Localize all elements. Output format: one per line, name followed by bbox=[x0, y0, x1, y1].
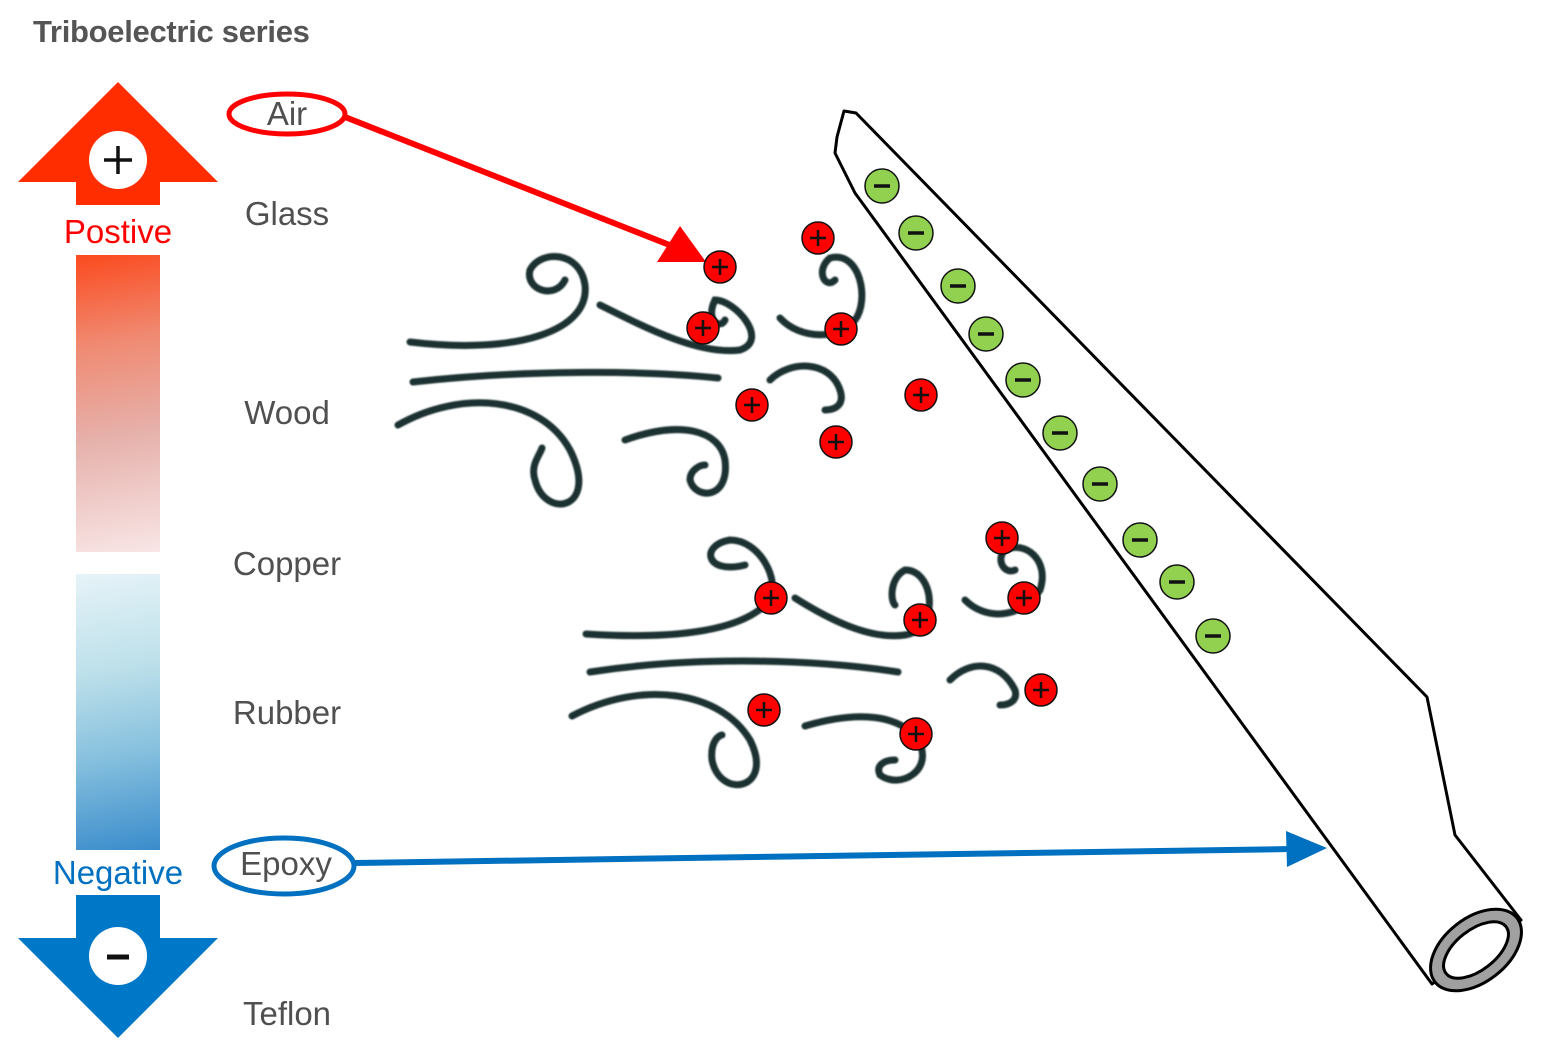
material-epoxy: Epoxy bbox=[240, 845, 332, 882]
material-copper: Copper bbox=[232, 545, 342, 582]
wind-stroke bbox=[961, 543, 1046, 618]
material-air: Air bbox=[266, 95, 308, 132]
epoxy-highlight bbox=[211, 831, 1327, 897]
air-highlight bbox=[226, 91, 706, 262]
positive-charge-icon bbox=[819, 425, 853, 459]
positive-charge-icon bbox=[899, 717, 933, 751]
wind-stroke bbox=[586, 657, 902, 676]
negative-charge-icon bbox=[898, 215, 934, 251]
negative-charge-icon bbox=[864, 168, 900, 204]
wind-stroke bbox=[621, 426, 729, 497]
nozzle-tube bbox=[833, 109, 1523, 993]
negative-charges bbox=[864, 168, 1231, 654]
wind-stroke bbox=[406, 253, 589, 349]
positive-charge-icon bbox=[754, 581, 788, 615]
negative-charge-icon bbox=[968, 316, 1004, 352]
positive-charge-icon bbox=[985, 521, 1019, 555]
epoxy-arrow-head-icon bbox=[1286, 831, 1327, 867]
wind-swirls bbox=[394, 253, 1046, 789]
negative-arrow-icon bbox=[18, 895, 218, 1038]
negative-label: Negative bbox=[52, 854, 184, 891]
material-teflon: Teflon bbox=[242, 995, 332, 1032]
wind-stroke bbox=[596, 296, 756, 355]
positive-charge-icon bbox=[1007, 581, 1041, 615]
wind-stroke bbox=[568, 690, 760, 789]
diagram-title: Triboelectric series bbox=[33, 14, 310, 49]
negative-charge-icon bbox=[1159, 564, 1195, 600]
positive-charge-icon bbox=[735, 388, 769, 422]
negative-charge-icon bbox=[1082, 466, 1118, 502]
wind-stroke bbox=[776, 253, 866, 339]
negative-charge-icon bbox=[1042, 415, 1078, 451]
positive-charge-icon bbox=[747, 693, 781, 727]
wind-stroke bbox=[766, 362, 845, 414]
material-glass: Glass bbox=[244, 195, 330, 232]
air-arrow-head-icon bbox=[657, 226, 706, 262]
positive-charge-icon bbox=[703, 250, 737, 284]
positive-charge-icon bbox=[824, 312, 858, 346]
positive-gradient-bar bbox=[76, 255, 160, 552]
wind-stroke bbox=[394, 399, 583, 508]
wind-stroke bbox=[582, 536, 777, 640]
positive-charge-icon bbox=[801, 221, 835, 255]
negative-charge-icon bbox=[1195, 618, 1231, 654]
positive-charge-icon bbox=[903, 603, 937, 637]
positive-label: Postive bbox=[63, 213, 173, 250]
positive-charge-icon bbox=[686, 311, 720, 345]
material-rubber: Rubber bbox=[232, 694, 342, 731]
negative-charge-icon bbox=[1005, 362, 1041, 398]
positive-arrow-icon bbox=[18, 82, 218, 205]
positive-charge-icon bbox=[1024, 673, 1058, 707]
positive-charge-icon bbox=[904, 378, 938, 412]
positive-charges bbox=[686, 221, 1058, 751]
wind-stroke bbox=[946, 662, 1020, 709]
material-wood: Wood bbox=[244, 394, 330, 431]
negative-charge-icon bbox=[1122, 522, 1158, 558]
negative-gradient-bar bbox=[76, 574, 160, 850]
negative-charge-icon bbox=[940, 268, 976, 304]
wind-stroke bbox=[409, 368, 722, 386]
wind-stroke bbox=[801, 713, 926, 784]
